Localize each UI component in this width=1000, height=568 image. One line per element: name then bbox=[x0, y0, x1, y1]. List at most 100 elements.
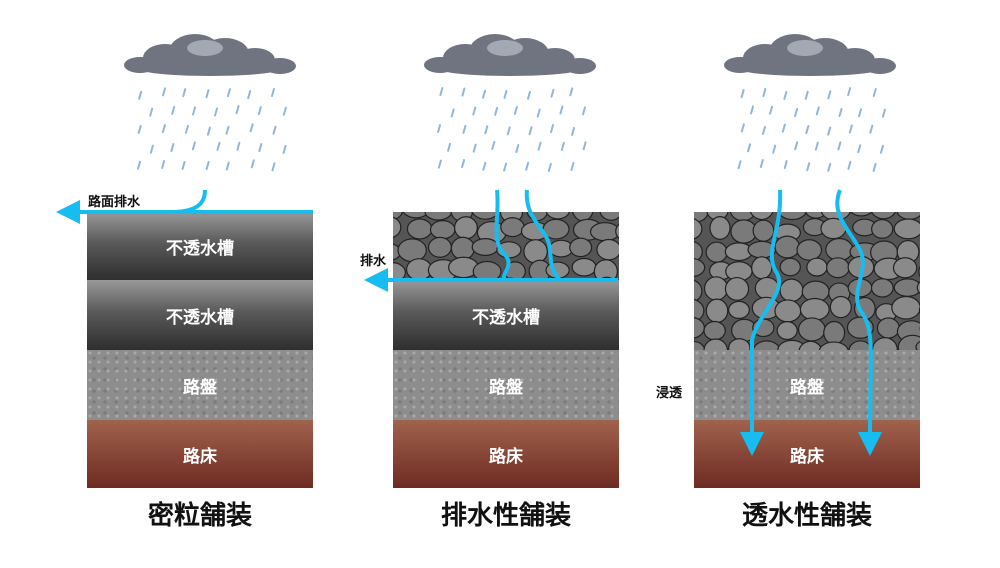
stone bbox=[471, 283, 500, 299]
stone bbox=[694, 340, 706, 350]
stone bbox=[599, 212, 619, 221]
stone bbox=[694, 240, 703, 263]
raindrop bbox=[740, 123, 745, 133]
stone bbox=[870, 212, 896, 220]
raindrop bbox=[872, 162, 877, 172]
layer-label: 路盤 bbox=[183, 377, 217, 398]
raindrop bbox=[482, 161, 487, 171]
layer-label: 路床 bbox=[489, 446, 523, 467]
stone bbox=[694, 316, 705, 339]
raindrop bbox=[783, 90, 788, 100]
surface-drain-arrow bbox=[72, 189, 313, 212]
stone bbox=[918, 306, 920, 314]
raindrop bbox=[472, 106, 477, 116]
stone bbox=[915, 340, 920, 350]
stone bbox=[893, 218, 920, 240]
surface-drain-label: 路面排水 bbox=[88, 195, 141, 210]
impermeable-layer-1: 不透水槽 bbox=[87, 212, 313, 280]
raindrop bbox=[282, 106, 287, 116]
raindrop bbox=[827, 162, 832, 172]
stone bbox=[806, 257, 828, 277]
raindrop bbox=[236, 141, 241, 151]
stone bbox=[406, 218, 433, 240]
raindrop bbox=[759, 159, 764, 169]
infiltration-arrow bbox=[835, 189, 883, 456]
raindrop bbox=[769, 105, 774, 115]
stone bbox=[818, 341, 849, 350]
raindrop bbox=[271, 162, 276, 172]
raindrop bbox=[847, 160, 852, 170]
infiltration-label: 浸透 bbox=[656, 386, 683, 401]
raindrop bbox=[247, 90, 252, 100]
roadbase-layer: 路盤 bbox=[87, 350, 313, 420]
raindrop bbox=[258, 143, 263, 153]
stone bbox=[918, 265, 920, 278]
raindrop bbox=[804, 90, 809, 100]
stone bbox=[751, 256, 773, 280]
stone bbox=[924, 220, 948, 242]
raindrop bbox=[815, 106, 820, 116]
raindrop bbox=[494, 106, 499, 116]
stone bbox=[797, 317, 826, 342]
seep-line bbox=[524, 189, 562, 282]
raindrop bbox=[437, 159, 442, 169]
stones bbox=[393, 202, 644, 301]
column-title: 透水性舗装 bbox=[741, 501, 872, 531]
raindrop bbox=[547, 162, 552, 172]
stone bbox=[471, 238, 500, 256]
seep-line bbox=[494, 189, 511, 282]
raindrop bbox=[472, 143, 477, 153]
stone bbox=[402, 212, 430, 219]
raindrop bbox=[225, 161, 230, 171]
stone bbox=[777, 212, 807, 221]
stone bbox=[552, 283, 576, 300]
layer-label: 不透水槽 bbox=[166, 307, 234, 328]
raindrop bbox=[847, 87, 852, 97]
stone bbox=[569, 237, 593, 258]
raindrop bbox=[740, 89, 745, 99]
stone bbox=[871, 219, 894, 239]
raindrop bbox=[450, 108, 455, 118]
stone bbox=[703, 338, 729, 350]
stone bbox=[694, 298, 705, 323]
stone bbox=[829, 295, 852, 319]
layer-label: 路床 bbox=[183, 446, 217, 467]
stone bbox=[500, 217, 525, 238]
stone bbox=[526, 278, 542, 280]
stone bbox=[424, 281, 449, 301]
stone bbox=[823, 320, 846, 345]
stone bbox=[471, 212, 500, 220]
stone bbox=[393, 216, 402, 238]
water-flow-arrows bbox=[72, 189, 883, 456]
stone bbox=[826, 257, 850, 279]
raindrop bbox=[559, 105, 564, 115]
stone bbox=[870, 278, 894, 298]
layer-label: 路床 bbox=[790, 446, 824, 467]
raindrop bbox=[582, 141, 587, 151]
stone bbox=[429, 220, 456, 240]
column-title: 密粒舗装 bbox=[147, 501, 252, 531]
stone bbox=[623, 202, 644, 220]
raindrop bbox=[462, 124, 467, 134]
layer-label: 路盤 bbox=[790, 377, 824, 398]
raindrop bbox=[814, 141, 819, 151]
raindrop bbox=[513, 105, 518, 115]
stone bbox=[777, 339, 807, 350]
raindrop bbox=[447, 142, 452, 152]
raindrop bbox=[235, 105, 240, 115]
layer-label: 不透水槽 bbox=[472, 307, 540, 328]
stone bbox=[799, 297, 830, 321]
layer-label: 不透水槽 bbox=[166, 238, 234, 259]
stone bbox=[589, 222, 619, 242]
raindrop bbox=[737, 160, 742, 170]
raindrop bbox=[461, 87, 466, 97]
raindrop bbox=[484, 125, 489, 135]
raindrop bbox=[571, 126, 576, 136]
stone bbox=[724, 276, 750, 301]
raindrop bbox=[879, 144, 884, 154]
drain-label: 排水 bbox=[360, 254, 387, 269]
raindrop bbox=[528, 126, 533, 136]
stone bbox=[779, 257, 801, 277]
raindrop bbox=[506, 126, 511, 136]
